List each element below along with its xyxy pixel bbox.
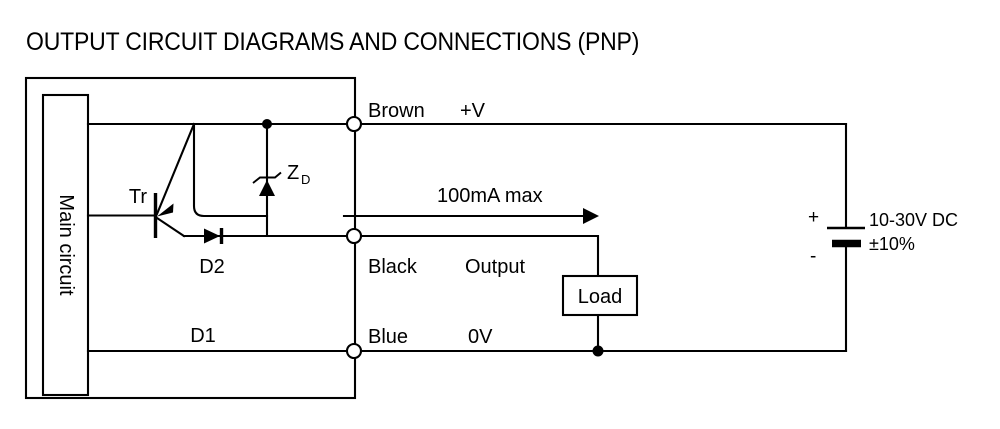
- main-circuit-label: Main circuit: [55, 194, 77, 296]
- terminal-label-brown-color: Brown: [368, 100, 425, 122]
- external-wire-black: [359, 234, 600, 278]
- terminal-label-blue-color: Blue: [368, 326, 408, 348]
- current-rating-label: 100mA max: [437, 185, 543, 207]
- transistor-emitter-lead: [155, 122, 196, 216]
- supply-voltage-label: 10-30V DC: [869, 210, 958, 230]
- load-label: Load: [578, 286, 623, 308]
- junction-dot-load-zero-v: [592, 345, 604, 357]
- load-box: [561, 274, 639, 317]
- terminal-label-black-function: Output: [465, 256, 525, 278]
- supply-positive-sign: +: [808, 207, 819, 228]
- current-arrow-head: [583, 208, 599, 224]
- main-circuit-block: [41, 93, 90, 397]
- terminal-label-black-color: Black: [368, 256, 418, 278]
- zener-diode-triangle: [259, 180, 275, 196]
- zener-diode-cathode-bar: [252, 171, 282, 184]
- transistor-label: Tr: [129, 186, 147, 208]
- transistor-emitter-arrow: [157, 203, 174, 217]
- terminal-black[interactable]: [345, 227, 363, 245]
- diode-d2-label: D2: [199, 256, 225, 278]
- supply-tolerance-label: ±10%: [869, 234, 915, 254]
- page-title: OUTPUT CIRCUIT DIAGRAMS AND CONNECTIONS …: [26, 28, 640, 56]
- junction-dot-plus-v: [262, 119, 272, 129]
- terminal-brown[interactable]: [345, 115, 363, 133]
- zener-diode-label: Z: [287, 162, 299, 184]
- transistor-collector-lead: [155, 216, 186, 238]
- zener-diode-label-subscript: D: [301, 172, 310, 187]
- terminal-label-blue-function: 0V: [468, 326, 493, 348]
- terminal-blue[interactable]: [345, 342, 363, 360]
- terminal-label-brown-function: +V: [460, 100, 486, 122]
- supply-negative-sign: -: [810, 246, 816, 267]
- diode-d1-label: D1: [190, 325, 216, 347]
- diode-d1-wire: [192, 122, 269, 218]
- diode-d2-triangle: [204, 228, 220, 244]
